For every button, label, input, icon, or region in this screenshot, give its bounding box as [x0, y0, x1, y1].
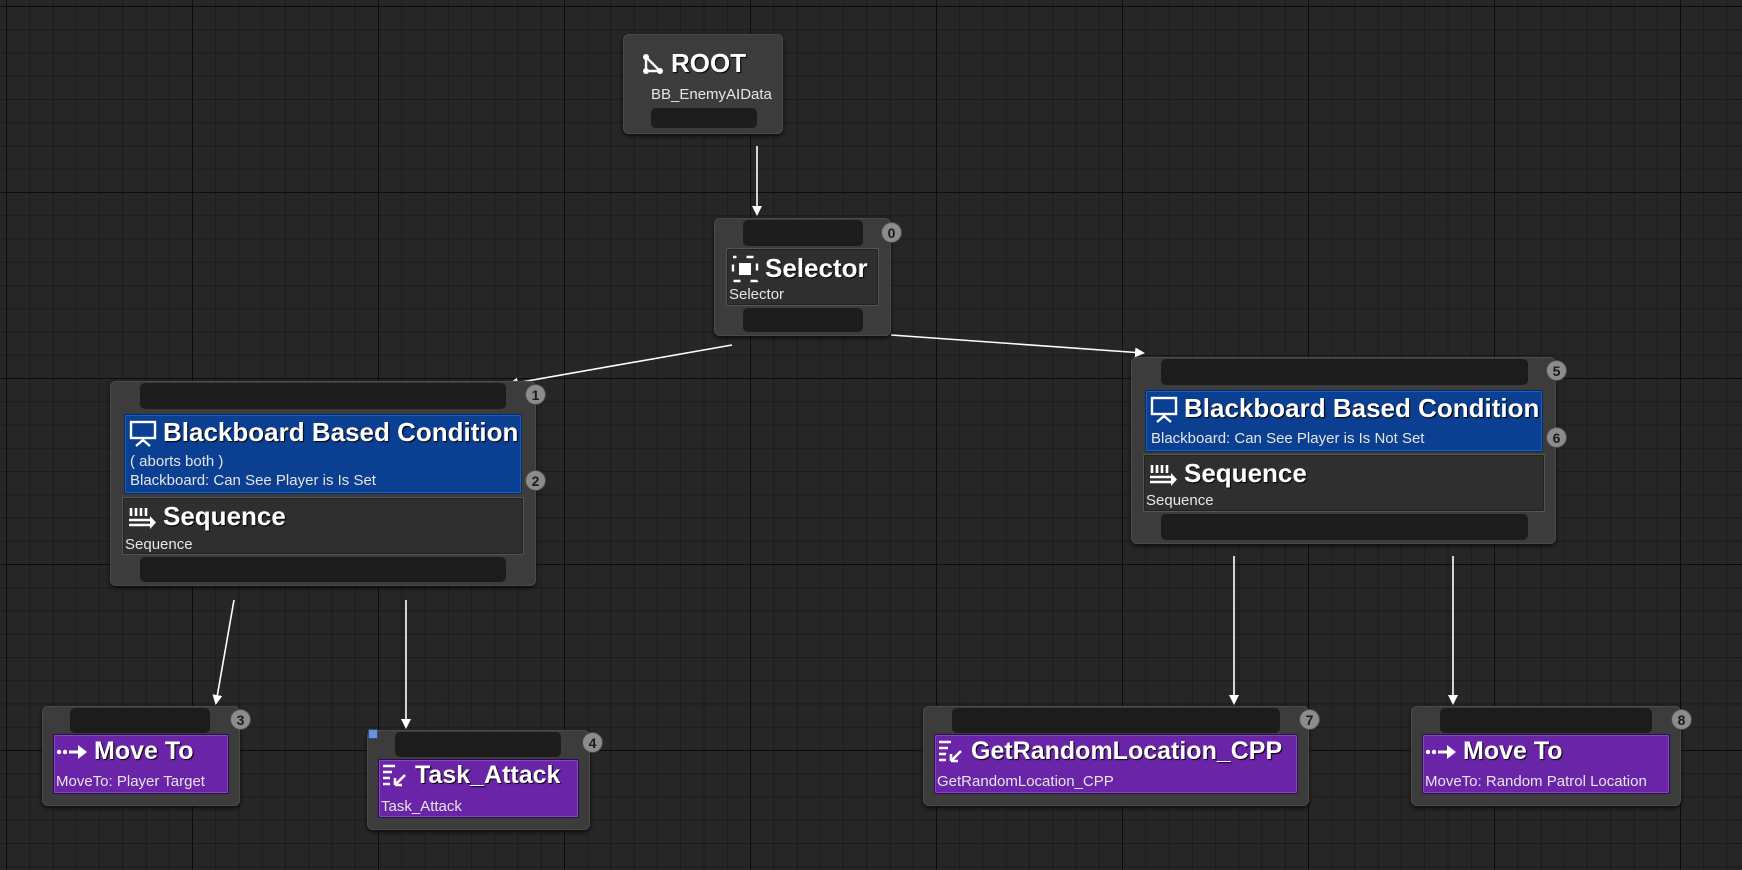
selector-title-row: Selector: [731, 253, 868, 284]
left-decorator-condition-text: Blackboard: Can See Player is Is Set: [130, 472, 376, 489]
task-move-to-patrol-input-pin[interactable]: [1440, 708, 1652, 733]
left-blackboard-decorator[interactable]: Blackboard Based Condition ( aborts both…: [124, 414, 522, 494]
task-get-random-location-input-pin[interactable]: [952, 708, 1280, 733]
blackboard-icon: [129, 419, 157, 447]
right-sequence-output-pin[interactable]: [1161, 514, 1528, 540]
left-sequence-panel: Sequence Sequence: [122, 497, 524, 555]
right-sequence-index-badge: 5: [1546, 360, 1567, 381]
selector-node[interactable]: Selector Selector: [714, 218, 891, 336]
blueprint-task-badge-icon: [368, 729, 378, 739]
left-sequence-subtitle: Sequence: [125, 536, 193, 553]
task-attack-title: Task_Attack: [415, 761, 561, 789]
selector-subtitle: Selector: [729, 286, 785, 303]
task-move-to-patrol-subtitle: MoveTo: Random Patrol Location: [1425, 773, 1647, 790]
move-to-icon: [56, 742, 88, 762]
left-sequence-node[interactable]: Blackboard Based Condition ( aborts both…: [110, 381, 536, 586]
task-attack-title-row: Task_Attack: [381, 761, 560, 790]
task-get-random-location-title: GetRandomLocation_CPP: [971, 737, 1283, 765]
left-decorator-index-badge: 2: [525, 470, 546, 491]
selector-panel: Selector Selector: [726, 248, 879, 306]
task-node-get-random-location[interactable]: GetRandomLocation_CPP GetRandomLocation_…: [923, 706, 1309, 806]
left-sequence-index-badge: 1: [525, 384, 546, 405]
root-output-pin[interactable]: [651, 108, 757, 128]
wire-selector-to-left: [508, 344, 733, 388]
right-blackboard-decorator[interactable]: Blackboard Based Condition Blackboard: C…: [1145, 390, 1543, 452]
task-move-to-patrol-panel: Move To MoveTo: Random Patrol Location: [1422, 734, 1670, 794]
task-move-to-patrol-title: Move To: [1463, 737, 1563, 765]
right-sequence-panel: Sequence Sequence: [1143, 454, 1545, 512]
task-move-to-player-title: Move To: [94, 737, 194, 765]
root-branch-icon: [641, 52, 665, 76]
root-title-row: ROOT: [641, 48, 746, 79]
right-decorator-title: Blackboard Based Condition: [1184, 393, 1540, 423]
right-sequence-input-pin[interactable]: [1161, 359, 1528, 385]
task-attack-subtitle: Task_Attack: [381, 798, 462, 815]
selector-icon: [731, 255, 759, 283]
left-sequence-input-pin[interactable]: [140, 383, 506, 409]
right-sequence-subtitle: Sequence: [1146, 492, 1214, 509]
task-get-random-location-subtitle: GetRandomLocation_CPP: [937, 773, 1114, 790]
left-decorator-title: Blackboard Based Condition: [163, 417, 519, 447]
root-title: ROOT: [671, 48, 747, 78]
task-node-attack[interactable]: Task_Attack Task_Attack: [367, 730, 590, 830]
root-subtitle: BB_EnemyAIData: [651, 86, 772, 103]
selector-input-pin[interactable]: [743, 220, 863, 246]
task-move-to-patrol-title-row: Move To: [1425, 737, 1563, 766]
left-sequence-title: Sequence: [163, 501, 286, 531]
task-attack-index-badge: 4: [582, 732, 603, 753]
task-move-to-player-title-row: Move To: [56, 737, 194, 766]
task-move-to-player-index-badge: 3: [230, 709, 251, 730]
right-sequence-title-row: Sequence: [1148, 458, 1307, 489]
blackboard-icon: [1150, 395, 1178, 423]
wire-left-to-moveto: [212, 599, 235, 705]
right-sequence-title: Sequence: [1184, 458, 1307, 488]
task-get-random-location-title-row: GetRandomLocation_CPP: [937, 737, 1282, 766]
left-sequence-title-row: Sequence: [127, 501, 286, 532]
selector-title: Selector: [765, 253, 868, 283]
task-node-move-to-patrol[interactable]: Move To MoveTo: Random Patrol Location: [1411, 706, 1681, 806]
task-node-move-to-player[interactable]: Move To MoveTo: Player Target: [42, 706, 240, 806]
task-attack-panel: Task_Attack Task_Attack: [378, 759, 579, 818]
task-attack-input-pin[interactable]: [395, 732, 561, 757]
left-decorator-abort-text: ( aborts both ): [130, 453, 224, 470]
task-get-random-location-panel: GetRandomLocation_CPP GetRandomLocation_…: [934, 734, 1298, 794]
selector-output-pin[interactable]: [743, 308, 863, 332]
move-to-icon: [1425, 742, 1457, 762]
left-decorator-title-row: Blackboard Based Condition: [129, 417, 518, 448]
right-decorator-title-row: Blackboard Based Condition: [1150, 393, 1539, 424]
task-icon: [381, 763, 409, 789]
sequence-icon: [1148, 462, 1178, 486]
right-decorator-condition-text: Blackboard: Can See Player is Is Not Set: [1151, 430, 1425, 447]
task-move-to-player-input-pin[interactable]: [70, 708, 210, 733]
right-decorator-index-badge: 6: [1546, 427, 1567, 448]
root-node[interactable]: ROOT BB_EnemyAIData: [623, 34, 783, 134]
sequence-icon: [127, 505, 157, 529]
right-sequence-node[interactable]: Blackboard Based Condition Blackboard: C…: [1131, 357, 1556, 544]
task-move-to-player-subtitle: MoveTo: Player Target: [56, 773, 205, 790]
wire-selector-to-right: [890, 334, 1145, 358]
task-icon: [937, 739, 965, 765]
task-move-to-player-panel: Move To MoveTo: Player Target: [53, 734, 229, 794]
left-sequence-output-pin[interactable]: [140, 557, 506, 582]
task-get-random-location-index-badge: 7: [1299, 709, 1320, 730]
task-move-to-patrol-index-badge: 8: [1671, 709, 1692, 730]
selector-index-badge: 0: [881, 222, 902, 243]
